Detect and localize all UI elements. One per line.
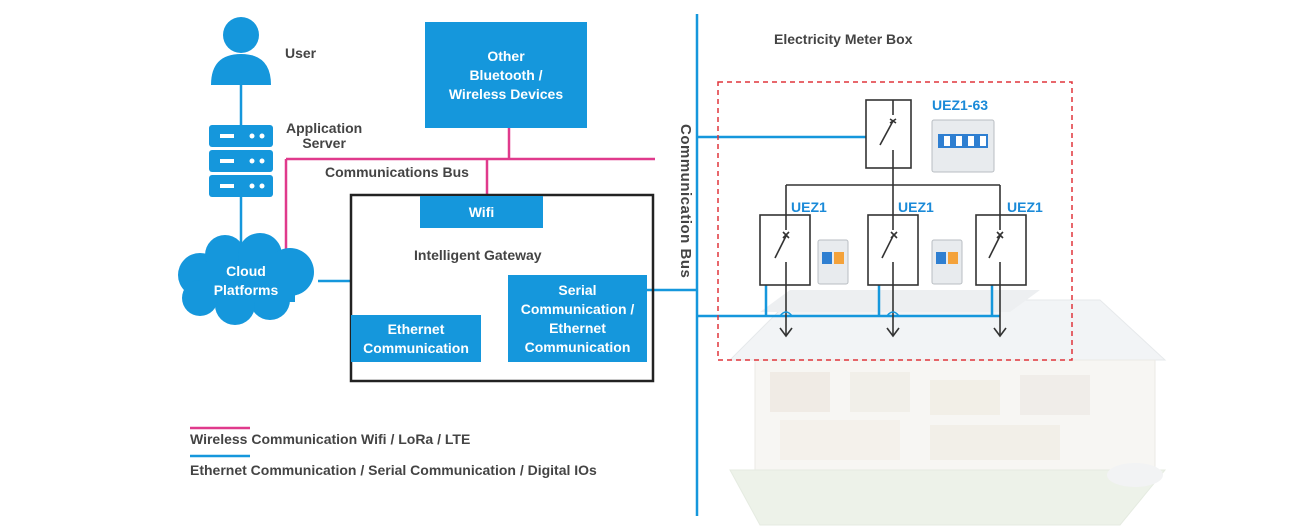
user-label: User (285, 45, 317, 61)
main-breaker-device-image (931, 119, 995, 173)
branch-breaker-model-label-1: UEZ1 (791, 199, 827, 215)
branch-breaker-model-label-2: UEZ1 (898, 199, 934, 215)
main-breaker-symbol (865, 99, 912, 185)
cloud-icon (178, 233, 314, 325)
other-devices-line-3: Wireless Devices (448, 85, 564, 102)
application-server-label: Application Server (286, 121, 362, 151)
application-server-label-line-1: Application (286, 120, 363, 136)
wifi-label: Wifi (468, 203, 495, 220)
serial-line-3: Ethernet (549, 319, 606, 336)
branch-breaker-model-label-3: UEZ1 (1007, 199, 1043, 215)
serial-communication-box: Serial Communication / Ethernet Communic… (508, 275, 647, 362)
meter-box-border (717, 81, 1073, 361)
serial-line-4: Communication (524, 338, 631, 355)
wireless-bus-lines (190, 128, 655, 430)
ethernet-line-1: Ethernet (387, 320, 445, 337)
electricity-meter-box-label: Electricity Meter Box (774, 31, 913, 47)
application-server-label-line-2: Server (302, 135, 346, 151)
main-breaker-model-label: UEZ1-63 (932, 97, 989, 113)
intelligent-gateway-label: Intelligent Gateway (414, 247, 542, 263)
house-illustration (728, 290, 1167, 526)
branch-breaker-device-image (817, 239, 849, 285)
wired-bus-lines (190, 14, 1000, 516)
legend-wired: Ethernet Communication / Serial Communic… (190, 462, 597, 478)
server-icon (209, 125, 273, 197)
other-devices-line-2: Bluetooth / (469, 66, 543, 83)
serial-line-1: Serial (558, 281, 597, 298)
ethernet-communication-box: Ethernet Communication (351, 315, 481, 362)
ethernet-line-2: Communication (363, 339, 469, 356)
branch-breaker-device-image (931, 239, 963, 285)
user-icon (211, 17, 271, 85)
other-devices-line-1: Other (487, 47, 525, 64)
communication-bus-vertical-label: Communication Bus (677, 124, 694, 279)
wifi-box: Wifi (420, 196, 543, 228)
gateway-border (349, 193, 655, 383)
legend-wireless: Wireless Communication Wifi / LoRa / LTE (190, 431, 471, 447)
distribution-wiring (759, 184, 1027, 338)
cloud-platforms-label-line-2: Platforms (213, 282, 279, 298)
cloud-platforms-label: Cloud Platforms (200, 262, 292, 300)
cloud-platforms-label-line-1: Cloud (226, 263, 266, 279)
serial-line-2: Communication / (520, 300, 635, 317)
other-devices-box: Other Bluetooth / Wireless Devices (425, 22, 587, 128)
communications-bus-label: Communications Bus (325, 164, 469, 180)
